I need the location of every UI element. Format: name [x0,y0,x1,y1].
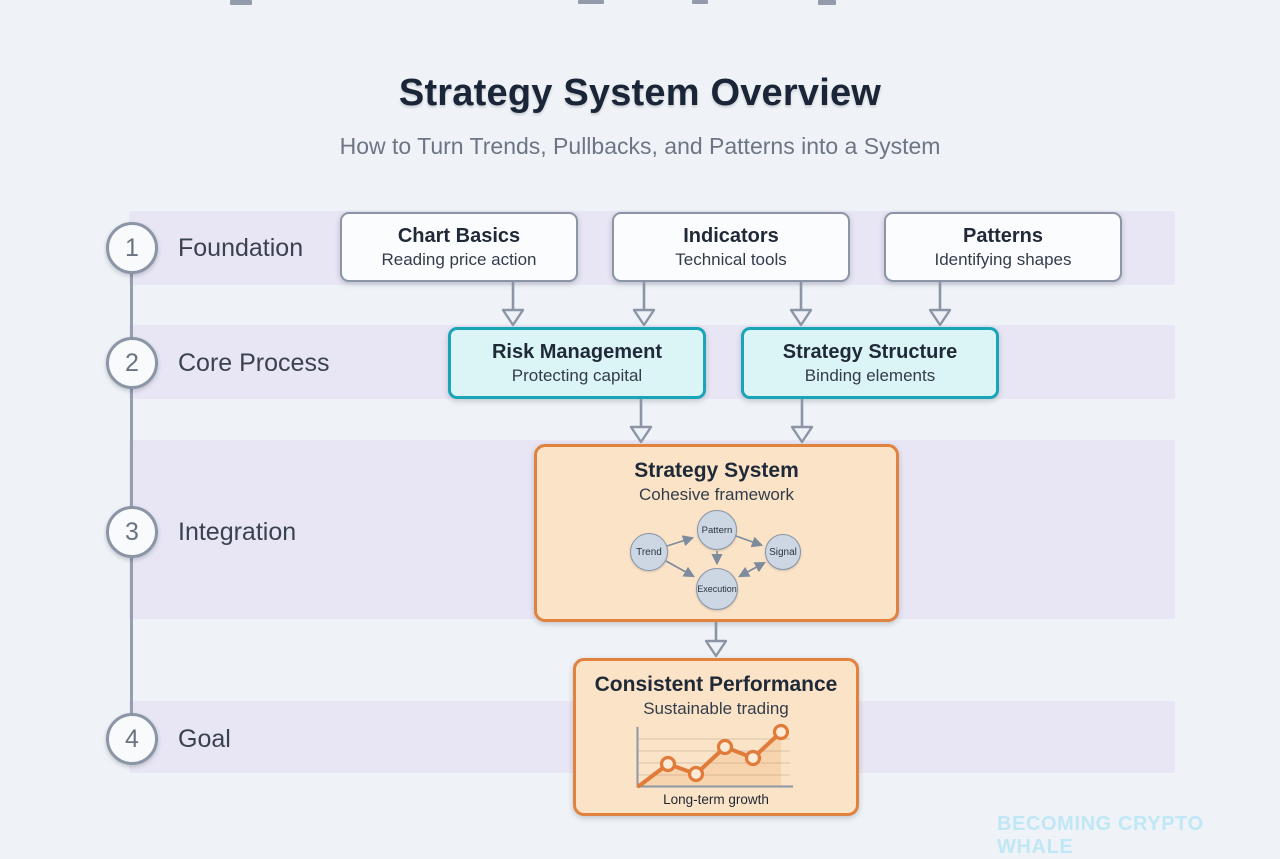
node-label: Signal [769,546,797,558]
box-title: Chart Basics [397,225,521,247]
arrow-indicators-to-strategy-structure [789,282,813,327]
top-edge-artifact [692,0,708,4]
arrow-chart-basics-to-risk-management [501,282,525,327]
node-label: Execution [697,584,737,594]
foundation-box-chart-basics: Chart Basics Reading price action [340,212,578,282]
stage-circle-1: 1 [106,222,158,274]
box-subtitle: Technical tools [675,250,787,269]
node-label: Trend [636,546,662,558]
stage-label-integration: Integration [178,518,297,546]
stage-label-foundation: Foundation [178,234,304,262]
box-subtitle: Sustainable trading [643,699,789,718]
arrow-strategy-structure-to-strategy-system [790,399,814,444]
arrow-strategy-system-to-consistent-performance [704,622,728,658]
page-title: Strategy System Overview [398,72,882,114]
mini-flow-node-trend: Trend [630,533,668,571]
top-edge-artifact [818,0,836,5]
stage-number: 3 [125,517,139,546]
box-subtitle: Protecting capital [511,366,643,385]
mini-flow-node-signal: Signal [765,534,801,570]
core-box-risk-management: Risk Management Protecting capital [448,327,706,399]
stage-number: 1 [125,233,139,262]
box-subtitle: Reading price action [381,250,537,269]
top-edge-artifact [578,0,604,4]
node-label: Pattern [701,524,733,536]
box-title: Patterns [962,225,1044,247]
arrow-indicators-to-risk-management [632,282,656,327]
mini-chart-caption: Long-term growth [663,792,769,807]
box-subtitle: Identifying shapes [934,250,1072,269]
stage-circle-2: 2 [106,337,158,389]
mini-flow-node-pattern: Pattern [697,510,737,550]
box-title: Consistent Performance [594,673,838,696]
top-edge-artifact [230,0,252,5]
stage-number: 4 [125,724,139,753]
stage-label-goal: Goal [178,725,231,753]
watermark: BECOMING CRYPTO WHALE [997,813,1204,858]
stage-number: 2 [125,348,139,377]
arrow-patterns-to-strategy-structure [928,282,952,327]
stage-label-core-process: Core Process [178,349,330,377]
box-title: Risk Management [491,341,663,363]
foundation-box-patterns: Patterns Identifying shapes [884,212,1122,282]
foundation-box-indicators: Indicators Technical tools [612,212,850,282]
stage-circle-4: 4 [106,713,158,765]
box-subtitle: Cohesive framework [639,485,794,504]
stage-circle-3: 3 [106,506,158,558]
box-title: Strategy Structure [782,341,958,363]
core-box-strategy-structure: Strategy Structure Binding elements [741,327,999,399]
page-subtitle: How to Turn Trends, Pullbacks, and Patte… [339,133,941,159]
stage-connector-line [130,248,133,739]
box-title: Strategy System [634,459,799,482]
arrow-risk-management-to-strategy-system [629,399,653,444]
box-subtitle: Binding elements [804,366,936,385]
mini-flow-node-execution: Execution [696,568,738,610]
box-title: Indicators [683,225,779,247]
